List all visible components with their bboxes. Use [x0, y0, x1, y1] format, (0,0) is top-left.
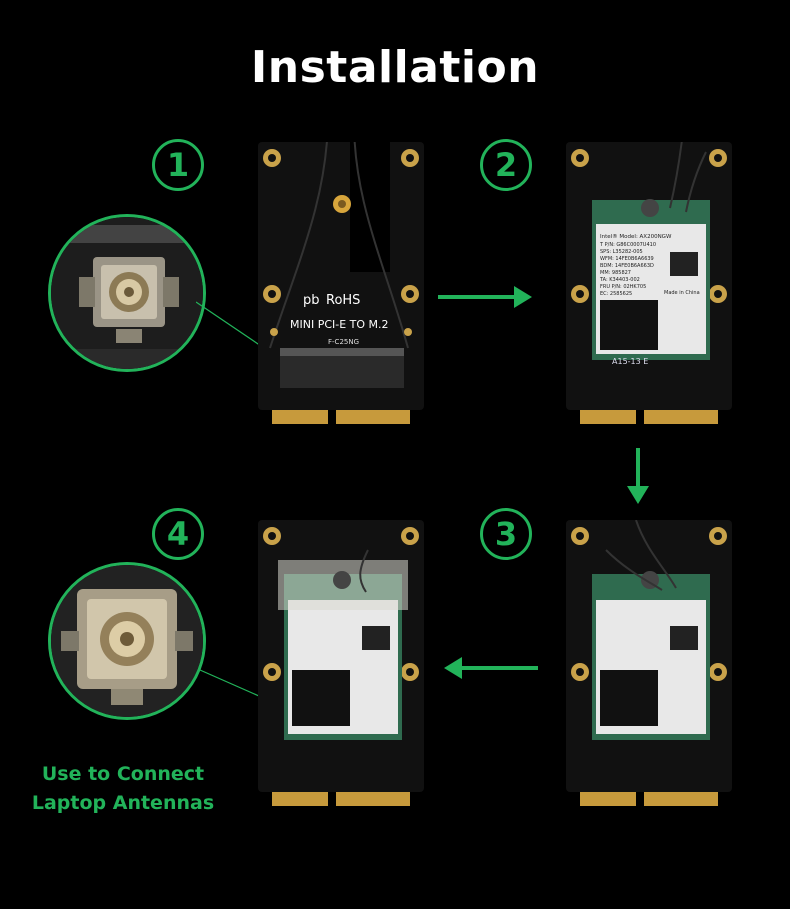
adapter-brand-text: pb [303, 293, 320, 308]
module-line-9: EC: 2585625 [600, 291, 632, 297]
module-line-5: BDM: 14FE0B6A663D [600, 263, 654, 269]
caption-line-1: Use to Connect [41, 763, 205, 785]
adapter-card-step-2: Intel® Model: AX200NGW T P/N: G86C0007U4… [566, 121, 732, 428]
adapter-with-module-image: Intel® Model: AX200NGW T P/N: G86C0007U4… [566, 121, 732, 424]
adapter-code-text: F-C25NG [328, 338, 359, 346]
module-key-text: A15-13 E [612, 357, 648, 366]
arrow-down-icon [627, 448, 649, 504]
arrow-left-icon [444, 657, 538, 679]
page-title: Installation [250, 42, 540, 93]
adapter-card-step-3 [566, 519, 732, 806]
step-badge-2: 2 [480, 139, 532, 191]
module-line-6: MM: 985827 [600, 270, 631, 276]
adapter-with-module-image [566, 519, 732, 806]
adapter-board-image: pb RoHS MINI PCI-E TO M.2 F-C25NG [258, 121, 424, 424]
adapter-card-step-1: pb RoHS MINI PCI-E TO M.2 F-C25NG [258, 121, 424, 428]
zoom-pointer-line-1 [196, 301, 265, 349]
module-line-7: TA: K34403-002 [599, 277, 640, 283]
connector-zoom-4 [48, 562, 206, 720]
module-line-4: WFM: 14FE0B6A6639 [600, 256, 654, 262]
module-line-1: Intel® Model: AX200NGW [600, 233, 672, 240]
caption-line-2: Laptop Antennas [31, 792, 215, 814]
module-line-2: T P/N: G86C0007U410 [599, 242, 656, 248]
arrow-right-icon [438, 286, 532, 308]
module-line-8: FRU P/N: 02HK705 [600, 284, 646, 290]
step-badge-3: 3 [480, 508, 532, 560]
step-badge-4: 4 [152, 508, 204, 560]
adapter-with-module-film-image [258, 520, 424, 806]
zoom-pointer-line-4 [200, 669, 269, 701]
connector-zoom-1 [48, 214, 206, 372]
adapter-card-step-4 [258, 520, 424, 806]
module-made-in-text: Made in China [664, 290, 700, 296]
ufl-connector-image [51, 217, 203, 369]
adapter-model-text: MINI PCI-E TO M.2 [290, 318, 389, 331]
adapter-rohs-text: RoHS [326, 293, 360, 308]
module-line-3: SPS: L35282-005 [600, 249, 643, 255]
step-badge-1: 1 [152, 139, 204, 191]
antenna-caption: Use to Connect Laptop Antennas [18, 760, 228, 818]
ufl-connector-image [51, 565, 203, 717]
